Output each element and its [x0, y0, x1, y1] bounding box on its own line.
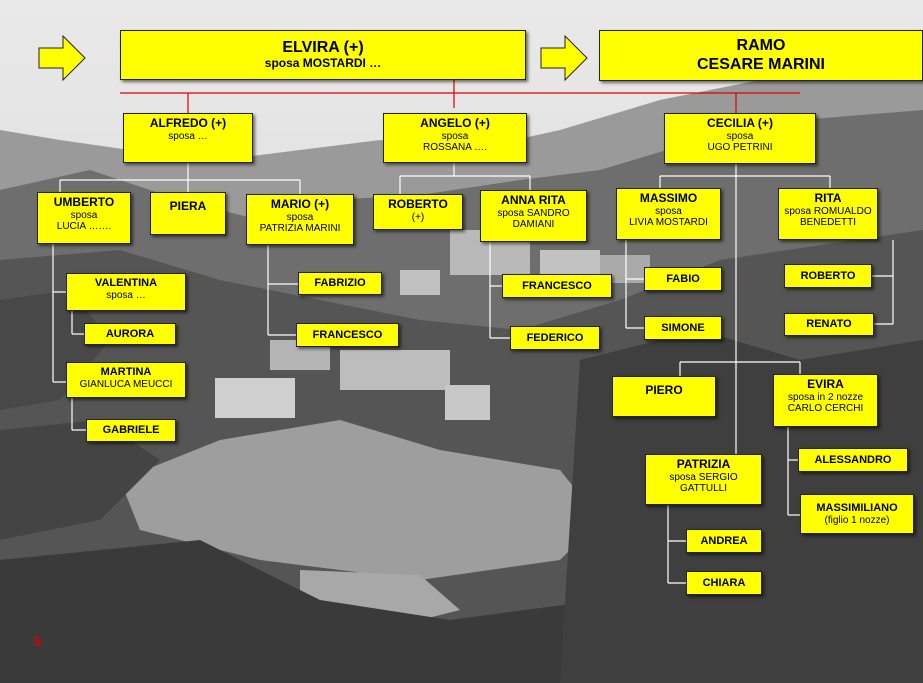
root-name: ELVIRA (+)	[282, 38, 364, 56]
branch-title-box: RAMO CESARE MARINI	[599, 30, 923, 81]
person-andrea: ANDREA	[686, 529, 762, 553]
person-simone: SIMONE	[644, 316, 722, 340]
arrow-right-icon	[38, 35, 86, 81]
person-cecilia: CECILIA (+) sposa UGO PETRINI	[664, 113, 816, 164]
root-box-elvira: ELVIRA (+) sposa MOSTARDI …	[120, 30, 526, 80]
person-aurora: AURORA	[84, 323, 176, 345]
root-spouse: sposa MOSTARDI …	[264, 56, 382, 71]
branch-line-1: RAMO	[736, 37, 786, 55]
person-roberto-rita: ROBERTO	[784, 264, 872, 288]
person-angelo: ANGELO (+) sposa ROSSANA ….	[383, 113, 527, 163]
person-massimiliano: MASSIMILIANO (figlio 1 nozze)	[800, 494, 914, 534]
person-federico: FEDERICO	[510, 326, 600, 350]
person-piera: PIERA	[150, 192, 226, 235]
person-umberto: UMBERTO sposa LUCIA …….	[37, 192, 131, 244]
person-massimo: MASSIMO sposa LIVIA MOSTARDI	[616, 188, 721, 240]
branch-line-2: CESARE MARINI	[696, 55, 825, 73]
family-connectors	[52, 163, 894, 584]
header-connectors	[120, 80, 800, 113]
person-evira: EVIRA sposa in 2 nozze CARLO CERCHI	[773, 374, 878, 427]
page-number: 5	[34, 634, 42, 649]
person-roberto: ROBERTO (+)	[373, 194, 463, 230]
person-piero: PIERO	[612, 376, 716, 417]
person-rita: RITA sposa ROMUALDO BENEDETTI	[778, 188, 878, 240]
person-anna-rita: ANNA RITA sposa SANDRO DAMIANI	[480, 190, 587, 242]
person-francesco-anna-rita: FRANCESCO	[502, 274, 612, 298]
arrow-right-icon	[540, 35, 588, 81]
person-fabrizio: FABRIZIO	[298, 272, 382, 295]
person-alessandro: ALESSANDRO	[798, 448, 908, 472]
person-alfredo: ALFREDO (+) sposa …	[123, 113, 253, 163]
person-patrizia: PATRIZIA sposa SERGIO GATTULLI	[645, 454, 762, 505]
person-mario: MARIO (+) sposa PATRIZIA MARINI	[246, 194, 354, 245]
person-chiara: CHIARA	[686, 571, 762, 595]
person-francesco-mario: FRANCESCO	[296, 323, 399, 347]
person-martina: MARTINA GIANLUCA MEUCCI	[66, 362, 186, 398]
person-gabriele: GABRIELE	[86, 419, 176, 442]
person-renato: RENATO	[784, 313, 874, 336]
person-valentina: VALENTINA sposa …	[66, 273, 186, 311]
person-fabio: FABIO	[644, 267, 722, 291]
